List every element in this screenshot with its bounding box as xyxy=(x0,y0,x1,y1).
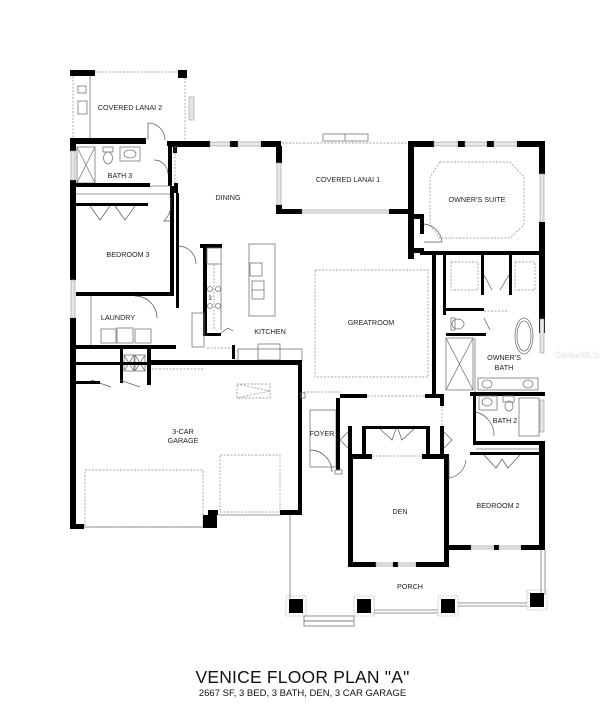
bath-2: BATH 2 xyxy=(470,392,545,450)
bedroom-3: BEDROOM 3 xyxy=(76,186,197,296)
room-label-garage-line2: GARAGE xyxy=(168,436,199,445)
room-label-covered-lanai-1: COVERED LANAI 1 xyxy=(316,175,380,184)
room-label-bedroom-3: BEDROOM 3 xyxy=(106,250,149,259)
greatroom: GREATROOM xyxy=(300,255,444,398)
dining-room: DINING xyxy=(167,141,282,308)
owners-suite: OWNER'S SUITE xyxy=(408,141,545,333)
room-label-porch: PORCH xyxy=(397,582,423,591)
covered-lanai-2: COVERED LANAI 2 xyxy=(70,70,195,141)
watermark: StellarMLS xyxy=(555,350,599,360)
owners-bath: OWNER'S BATH xyxy=(443,255,545,392)
room-label-kitchen: KITCHEN xyxy=(254,327,286,336)
room-label-greatroom: GREATROOM xyxy=(348,318,395,327)
room-label-bedroom-2: BEDROOM 2 xyxy=(476,501,519,510)
foyer: FOYER xyxy=(309,398,343,475)
porch: PORCH xyxy=(285,515,548,627)
room-label-owners-bath-line2: BATH xyxy=(495,363,514,372)
room-label-owners-suite: OWNER'S SUITE xyxy=(449,195,506,204)
room-label-foyer: FOYER xyxy=(310,429,335,438)
room-label-covered-lanai-2: COVERED LANAI 2 xyxy=(98,103,162,112)
covered-lanai-1: COVERED LANAI 1 xyxy=(276,133,411,214)
room-label-garage-line1: 3-CAR xyxy=(172,427,194,436)
range-label: 3 xyxy=(208,296,212,302)
bath-3: BATH 3 xyxy=(76,146,172,195)
garage: 3-CAR GARAGE xyxy=(70,360,306,529)
den: DEN xyxy=(348,454,467,567)
plan-title: VENICE FLOOR PLAN "A" xyxy=(195,667,410,687)
room-label-bath-3: BATH 3 xyxy=(108,171,133,180)
room-label-owners-bath-line1: OWNER'S xyxy=(487,353,521,362)
plan-subtitle: 2667 SF, 3 BED, 3 BATH, DEN, 3 CAR GARAG… xyxy=(198,688,407,699)
hall-closets xyxy=(339,398,453,454)
bedroom-2: BEDROOM 2 xyxy=(449,445,545,550)
laundry-room: LAUNDRY xyxy=(76,295,176,388)
room-label-laundry: LAUNDRY xyxy=(101,313,135,322)
walls-left-wing xyxy=(70,138,181,528)
room-label-dining: DINING xyxy=(215,193,241,202)
room-label-den: DEN xyxy=(392,507,407,516)
kitchen: 3 KITCHEN xyxy=(191,243,303,364)
room-label-bath-2: BATH 2 xyxy=(493,416,518,425)
